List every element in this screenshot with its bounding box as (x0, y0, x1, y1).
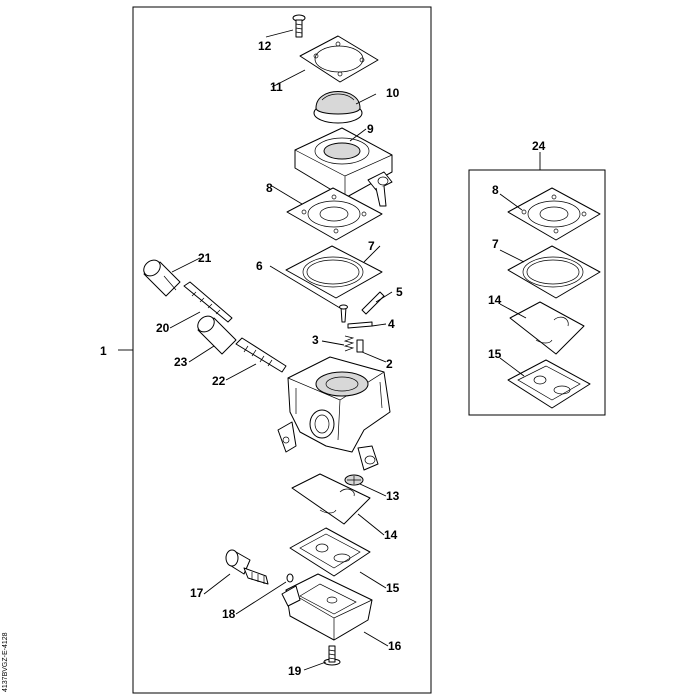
kit-callout-14: 14 (488, 293, 502, 307)
part-6-inlet-needle (339, 304, 348, 323)
callout-2: 2 (386, 357, 393, 371)
callout-18: 18 (222, 607, 236, 621)
callout-12: 12 (258, 39, 272, 53)
part-13-strainer (344, 474, 364, 486)
figure-code: 4137BVGZ-E-4128 (2, 632, 9, 692)
callout-14: 14 (384, 528, 398, 542)
part-11-cover-plate (299, 35, 379, 83)
callout-20: 20 (156, 321, 170, 335)
part-18-pin (286, 573, 294, 583)
part-14-metering-plate (291, 473, 371, 525)
kit-part-8-diaphragm (507, 187, 601, 241)
callout-9: 9 (367, 122, 374, 136)
leader-lines (118, 29, 541, 671)
part-8-diaphragm (286, 187, 383, 241)
part-12-screw (292, 14, 306, 38)
part-10-primer-bulb (313, 91, 363, 124)
callout-19: 19 (288, 664, 302, 678)
kit-part-7-gasket (507, 245, 601, 299)
callout-13: 13 (386, 489, 400, 503)
callout-labels: 1 12 11 10 9 8 7 6 5 4 3 2 21 20 23 22 1… (100, 39, 546, 678)
part-22-adjusting-screw (235, 337, 287, 373)
callout-21: 21 (198, 251, 212, 265)
callout-24: 24 (532, 139, 546, 153)
kit-part-14-metering-plate (509, 301, 585, 355)
part-3-spring (343, 335, 355, 352)
callout-10: 10 (386, 86, 400, 100)
part-21-limiter-cap (143, 259, 181, 297)
part-9-pump-housing (294, 127, 393, 207)
carburetor-body (277, 356, 391, 471)
part-19-screw (323, 645, 341, 666)
kit-callout-15: 15 (488, 347, 502, 361)
part-5-control-lever (361, 291, 385, 315)
callout-17: 17 (190, 586, 204, 600)
callout-22: 22 (212, 374, 226, 388)
callout-1: 1 (100, 344, 107, 358)
callout-5: 5 (396, 285, 403, 299)
callout-4: 4 (388, 317, 395, 331)
callout-15: 15 (386, 581, 400, 595)
part-16-end-cover (281, 573, 373, 641)
kit-callout-7: 7 (492, 237, 499, 251)
part-17-limiter-cap (225, 549, 269, 585)
callout-7: 7 (368, 239, 375, 253)
part-15-gasket (289, 527, 371, 577)
callout-23: 23 (174, 355, 188, 369)
part-20-adjusting-screw (183, 281, 233, 323)
part-4-lever-pin (347, 321, 373, 329)
part-2-spindle (356, 339, 364, 353)
callout-11: 11 (270, 80, 283, 94)
callout-3: 3 (312, 333, 319, 347)
part-7-gasket (285, 245, 383, 299)
assembly-frame-kit (468, 169, 606, 416)
callout-6: 6 (256, 259, 263, 273)
kit-part-15-gasket (507, 359, 591, 409)
callout-8: 8 (266, 181, 273, 195)
callout-16: 16 (388, 639, 402, 653)
kit-callout-8: 8 (492, 183, 499, 197)
